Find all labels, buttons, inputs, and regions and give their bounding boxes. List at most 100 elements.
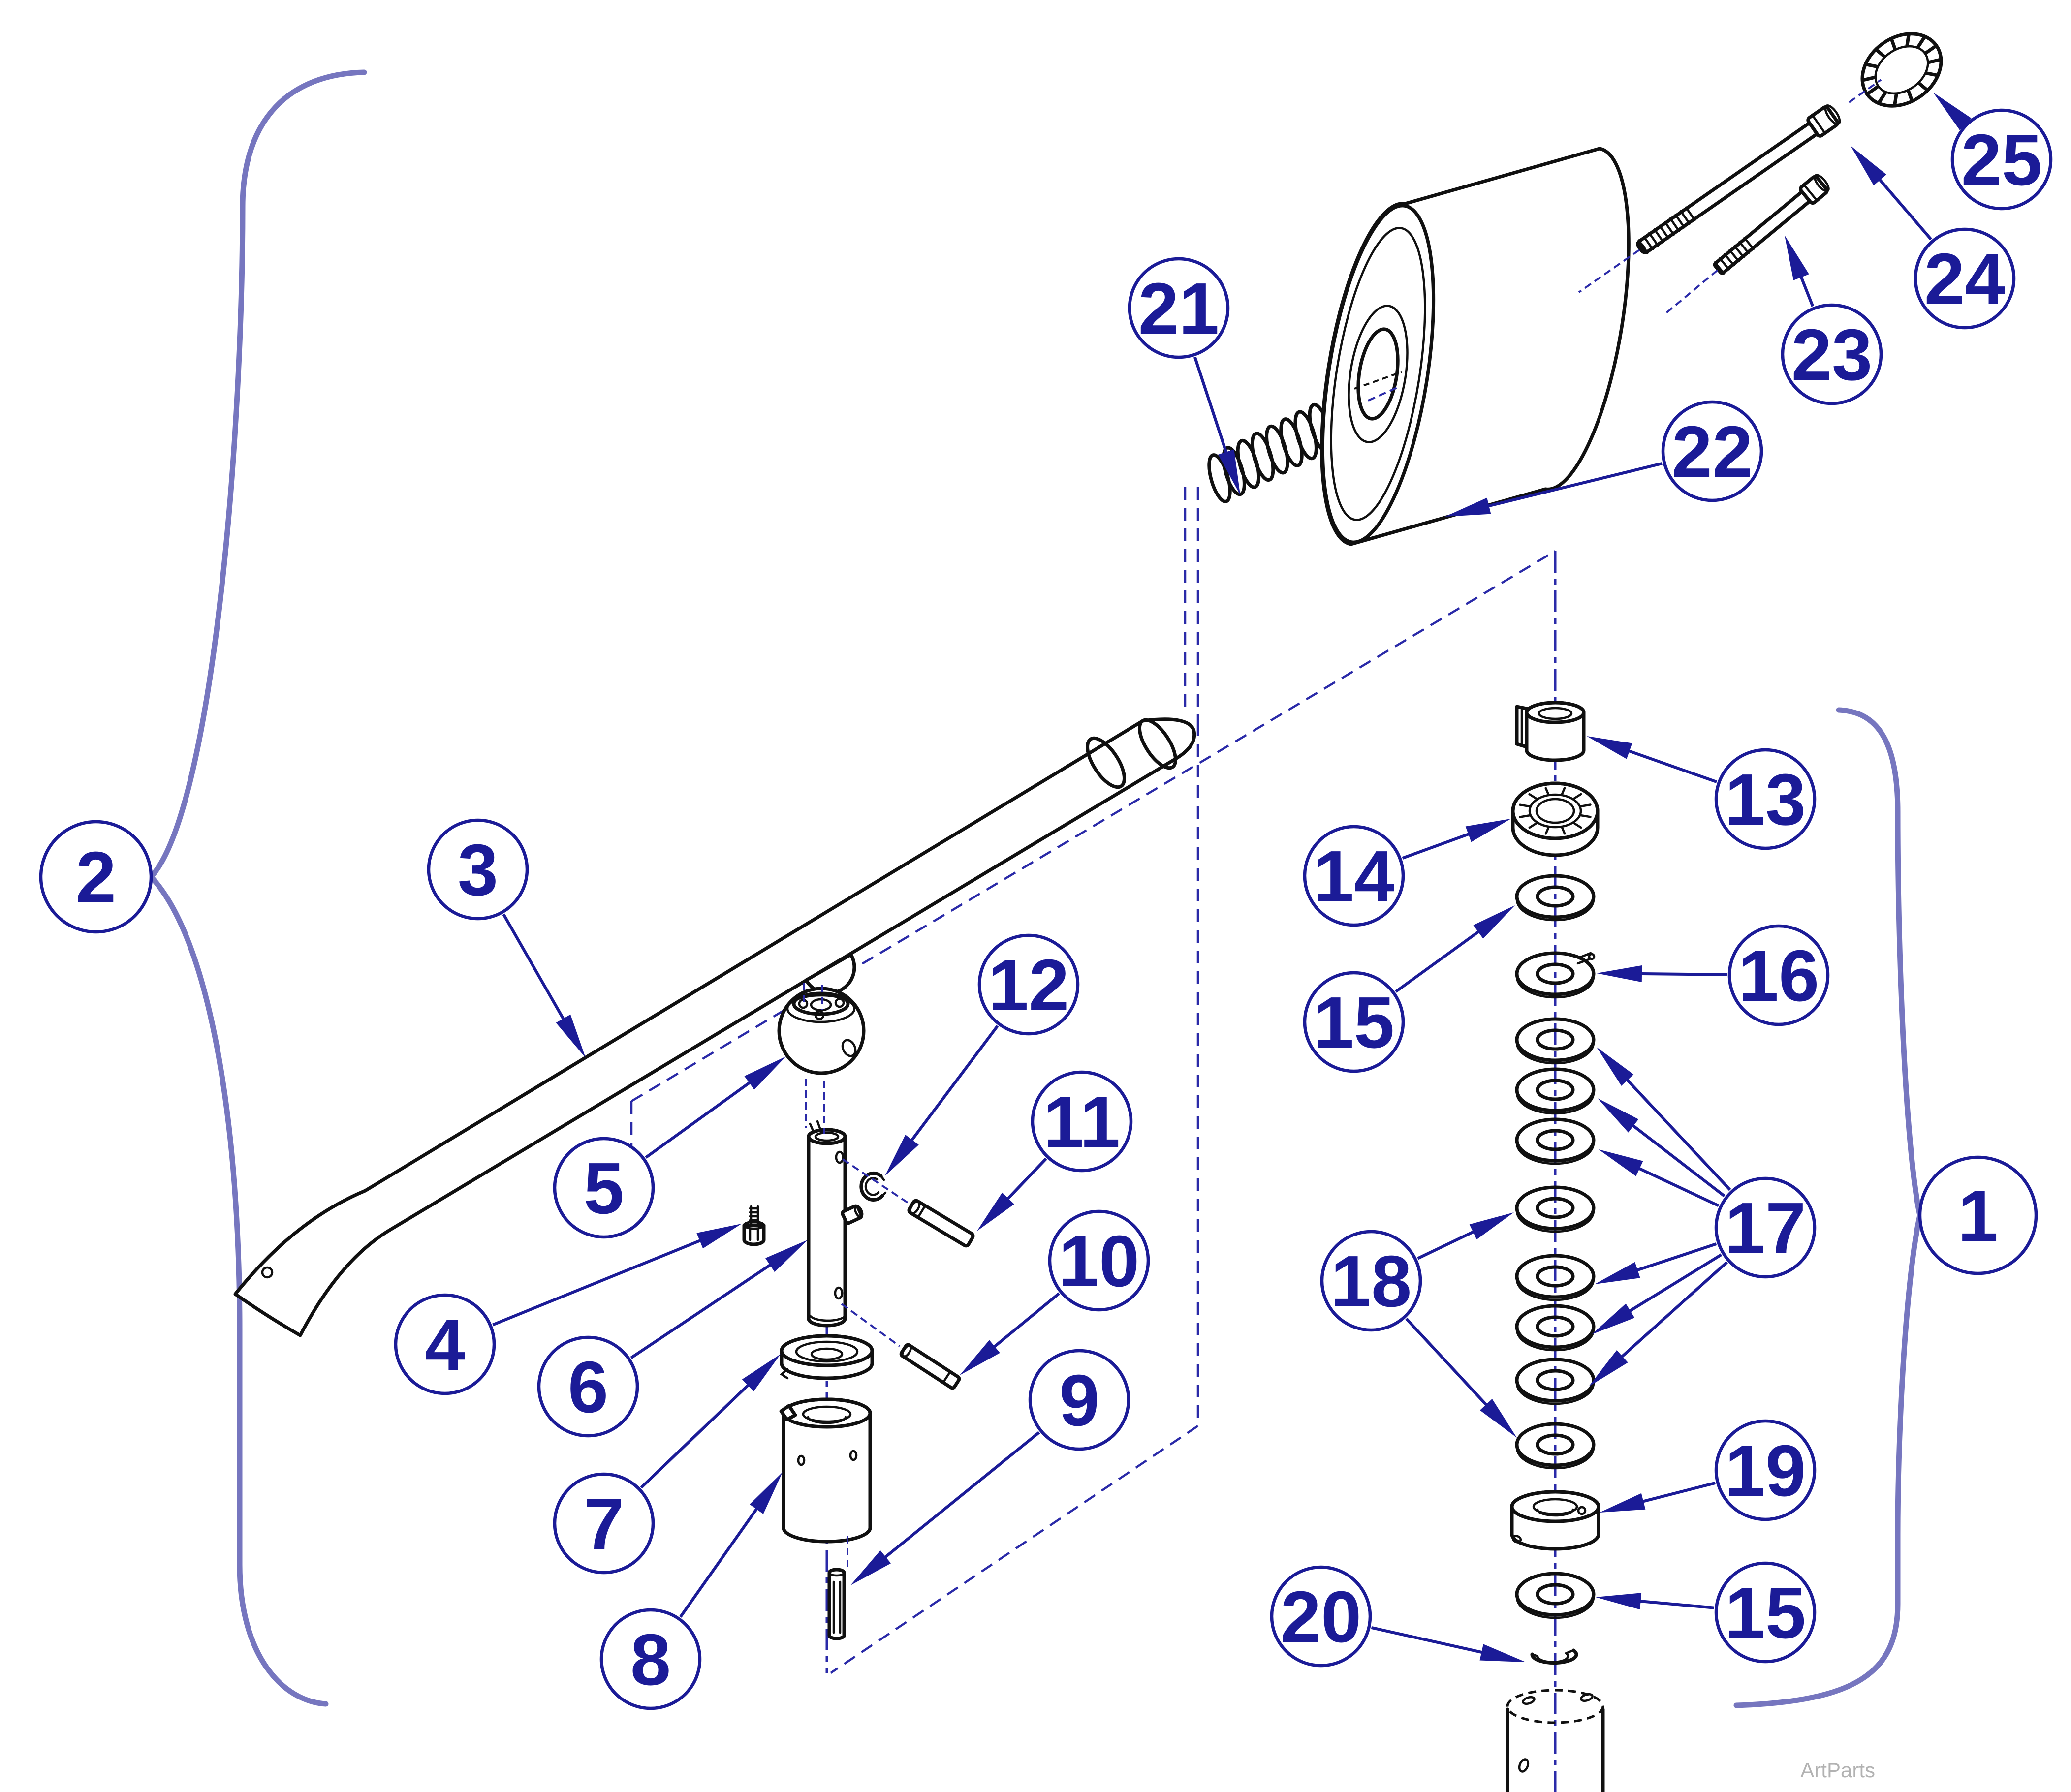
washer-part (1515, 1017, 1596, 1065)
leader-arrow-17-15 (1598, 1098, 1726, 1198)
mounting-post-part (1506, 1689, 1605, 1792)
ball-part (777, 987, 866, 1075)
callout-6-label: 6 (568, 1347, 608, 1428)
callout-25-circle (1950, 108, 2053, 211)
callout-13-label: 13 (1725, 759, 1806, 840)
leader-arrow-7-4 (640, 1354, 781, 1489)
callout-22-circle (1661, 400, 1763, 502)
callout-14: 14 (1303, 825, 1405, 927)
roll-pin-part (827, 1568, 846, 1640)
callout-24-circle (1914, 227, 2016, 330)
callout-4-circle (394, 1293, 496, 1395)
leader-arrow-17-16 (1599, 1149, 1720, 1207)
callout-14-label: 14 (1314, 836, 1395, 917)
callout-2-label: 2 (76, 837, 116, 918)
callout-23-label: 23 (1791, 314, 1873, 396)
callout-11-circle (1031, 1070, 1133, 1173)
leader-arrow-18-21 (1405, 1317, 1517, 1438)
retaining-ring-part (1530, 1648, 1578, 1665)
callout-18-circle (1320, 1230, 1422, 1332)
shaft-collar-part (1510, 1490, 1600, 1551)
washer-stack (1515, 874, 1596, 1619)
callout-15a: 15 (1303, 971, 1405, 1073)
callout-23: 23 (1781, 303, 1883, 405)
callout-15b-circle (1714, 1561, 1817, 1664)
bushing-part (780, 1334, 874, 1380)
set-screw-part (742, 1205, 766, 1246)
construction-lines (630, 487, 1556, 1674)
leader-arrow-19-22 (1600, 1482, 1716, 1513)
callout-4-label: 4 (425, 1304, 465, 1386)
callout-9: 9 (1028, 1349, 1130, 1451)
callout-20-label: 20 (1281, 1576, 1362, 1658)
leader-arrow-8-5 (679, 1472, 783, 1618)
leader-arrow-22-26 (1445, 462, 1663, 517)
watermark: ArtParts (1800, 1759, 1875, 1782)
callout-20-circle (1270, 1565, 1372, 1668)
callout-17-label: 17 (1725, 1188, 1806, 1269)
leader-arrow-25-29 (1933, 93, 1972, 130)
callout-22: 22 (1661, 400, 1763, 502)
callout-1-circle (1918, 1155, 2038, 1275)
leader-arrow-11-8 (977, 1157, 1047, 1231)
roller-bore-hidden-line (1354, 371, 1402, 390)
callout-15a-label: 15 (1314, 982, 1395, 1063)
callout-5-circle (553, 1137, 655, 1239)
callout-12: 12 (977, 933, 1080, 1036)
callout-18: 18 (1320, 1230, 1422, 1332)
leader-arrow-3-0 (502, 913, 586, 1058)
washer-part (1515, 1067, 1596, 1115)
leader-arrow-17-18 (1592, 1253, 1723, 1334)
clamp-collar-part (1515, 701, 1586, 762)
leader-arrow-18-20 (1417, 1212, 1514, 1260)
callout-8-circle (599, 1608, 702, 1710)
leader-arrow-5-1 (645, 1056, 786, 1159)
callout-5: 5 (553, 1137, 655, 1239)
leader-arrow-13-10 (1587, 736, 1717, 783)
callout-2: 2 (39, 820, 153, 934)
leader-arrow-23-27 (1785, 235, 1815, 307)
cap-axis-stub (1848, 79, 1882, 103)
leader-arrow-10-7 (960, 1292, 1060, 1375)
leader-arrow-9-6 (850, 1431, 1040, 1585)
leader-arrow-12-9 (885, 1025, 999, 1176)
bolt-short-part (1713, 174, 1830, 275)
callout-15b: 15 (1714, 1561, 1817, 1664)
callout-21-label: 21 (1138, 268, 1220, 349)
arrows-layer (492, 93, 1972, 1662)
pivot-tube-part (807, 1120, 864, 1328)
pin-lower-axis (841, 1303, 901, 1347)
washer-part (1515, 1254, 1596, 1301)
knurl-teeth (1861, 33, 1942, 107)
callout-10-label: 10 (1059, 1221, 1140, 1302)
callout-13: 13 (1714, 748, 1817, 850)
callout-10-circle (1048, 1209, 1150, 1312)
callout-21-circle (1128, 257, 1230, 359)
bearing-part (1511, 781, 1600, 857)
callout-14-circle (1303, 825, 1405, 927)
callout-18-label: 18 (1331, 1241, 1412, 1322)
leader-arrow-6-3 (630, 1240, 808, 1359)
callout-17-circle (1714, 1176, 1817, 1279)
pin-upper-axis (842, 1158, 909, 1204)
parts (233, 32, 1943, 1792)
callout-3: 3 (427, 818, 529, 921)
callout-3-circle (427, 818, 529, 921)
bolt-long-part (1636, 104, 1841, 254)
washer-part (1515, 1422, 1596, 1470)
braces (147, 69, 1923, 1708)
callout-5-label: 5 (584, 1148, 624, 1229)
callout-7: 7 (553, 1472, 655, 1575)
group-brace-2 (147, 69, 367, 1707)
leader-arrow-17-19 (1589, 1261, 1728, 1387)
leader-arrow-17-14 (1597, 1047, 1731, 1191)
washer-part (1515, 1117, 1596, 1165)
callout-2-circle (39, 820, 153, 934)
callout-10: 10 (1048, 1209, 1150, 1312)
washer-part (1515, 1572, 1596, 1619)
callout-17: 17 (1714, 1176, 1817, 1279)
callout-9-circle (1028, 1349, 1130, 1451)
callout-11-label: 11 (1043, 1081, 1120, 1163)
callout-12-label: 12 (988, 945, 1069, 1026)
